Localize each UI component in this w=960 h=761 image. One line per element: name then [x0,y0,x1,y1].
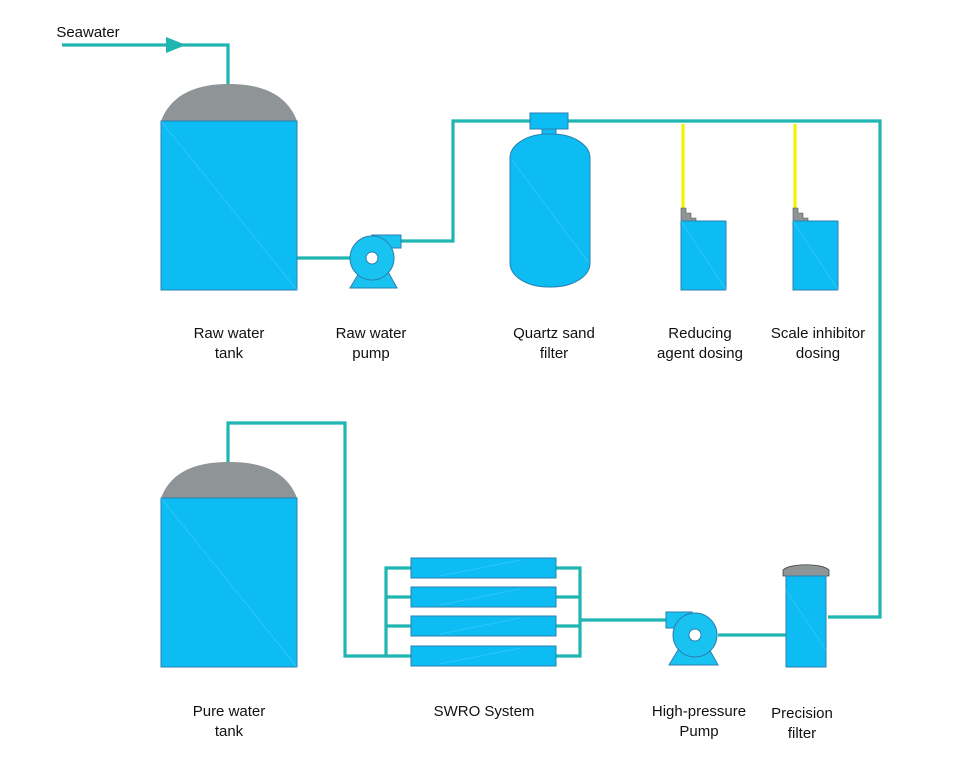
precision-filter-cap [782,564,830,577]
precision-filter-body [785,575,827,668]
swro-system-label: SWRO System [433,703,535,720]
centrifugal-pump-icon [665,611,719,666]
swro-module-3 [410,615,557,637]
seawater-inlet-arrow-icon [166,37,186,53]
sand-filter-vessel [509,133,591,288]
dosing-tank-icon [792,207,839,291]
pump-to-filter-pipe [400,119,530,243]
scale-inhibitor-tank [792,220,839,291]
swro-left-manifold [384,566,411,658]
sand-filter-valve-head [529,112,569,130]
domed-tank-icon [160,84,298,291]
domed-tank-icon [160,462,298,668]
raw-pump-impeller [365,251,379,265]
scale-inhibitor-stirrer [792,207,809,223]
seawater-inlet-pipe [62,43,230,88]
pure-tank-body [160,497,298,668]
swro-to-pure-tank-pipe [226,421,386,658]
cartridge-filter-icon [782,564,830,668]
centrifugal-pump-icon [349,234,402,289]
dosing-tank-icon [680,207,727,291]
pipe-network [62,37,882,658]
pressure-vessel-icon [509,112,591,288]
raw-tank-dome [161,84,297,121]
raw-tank-body [160,120,298,291]
pure-tank-dome [161,462,297,498]
membrane-module-icon [410,557,557,667]
reducing-agent-stirrer [680,207,697,223]
hp-pump-impeller [688,628,702,642]
swro-module-4 [410,645,557,667]
reducing-agent-tank [680,220,727,291]
swro-module-2 [410,586,557,608]
main-header-pipe [568,119,882,619]
swro-module-1 [410,557,557,579]
seawater-label: Seawater [56,24,120,41]
swro-right-manifold [556,566,582,658]
